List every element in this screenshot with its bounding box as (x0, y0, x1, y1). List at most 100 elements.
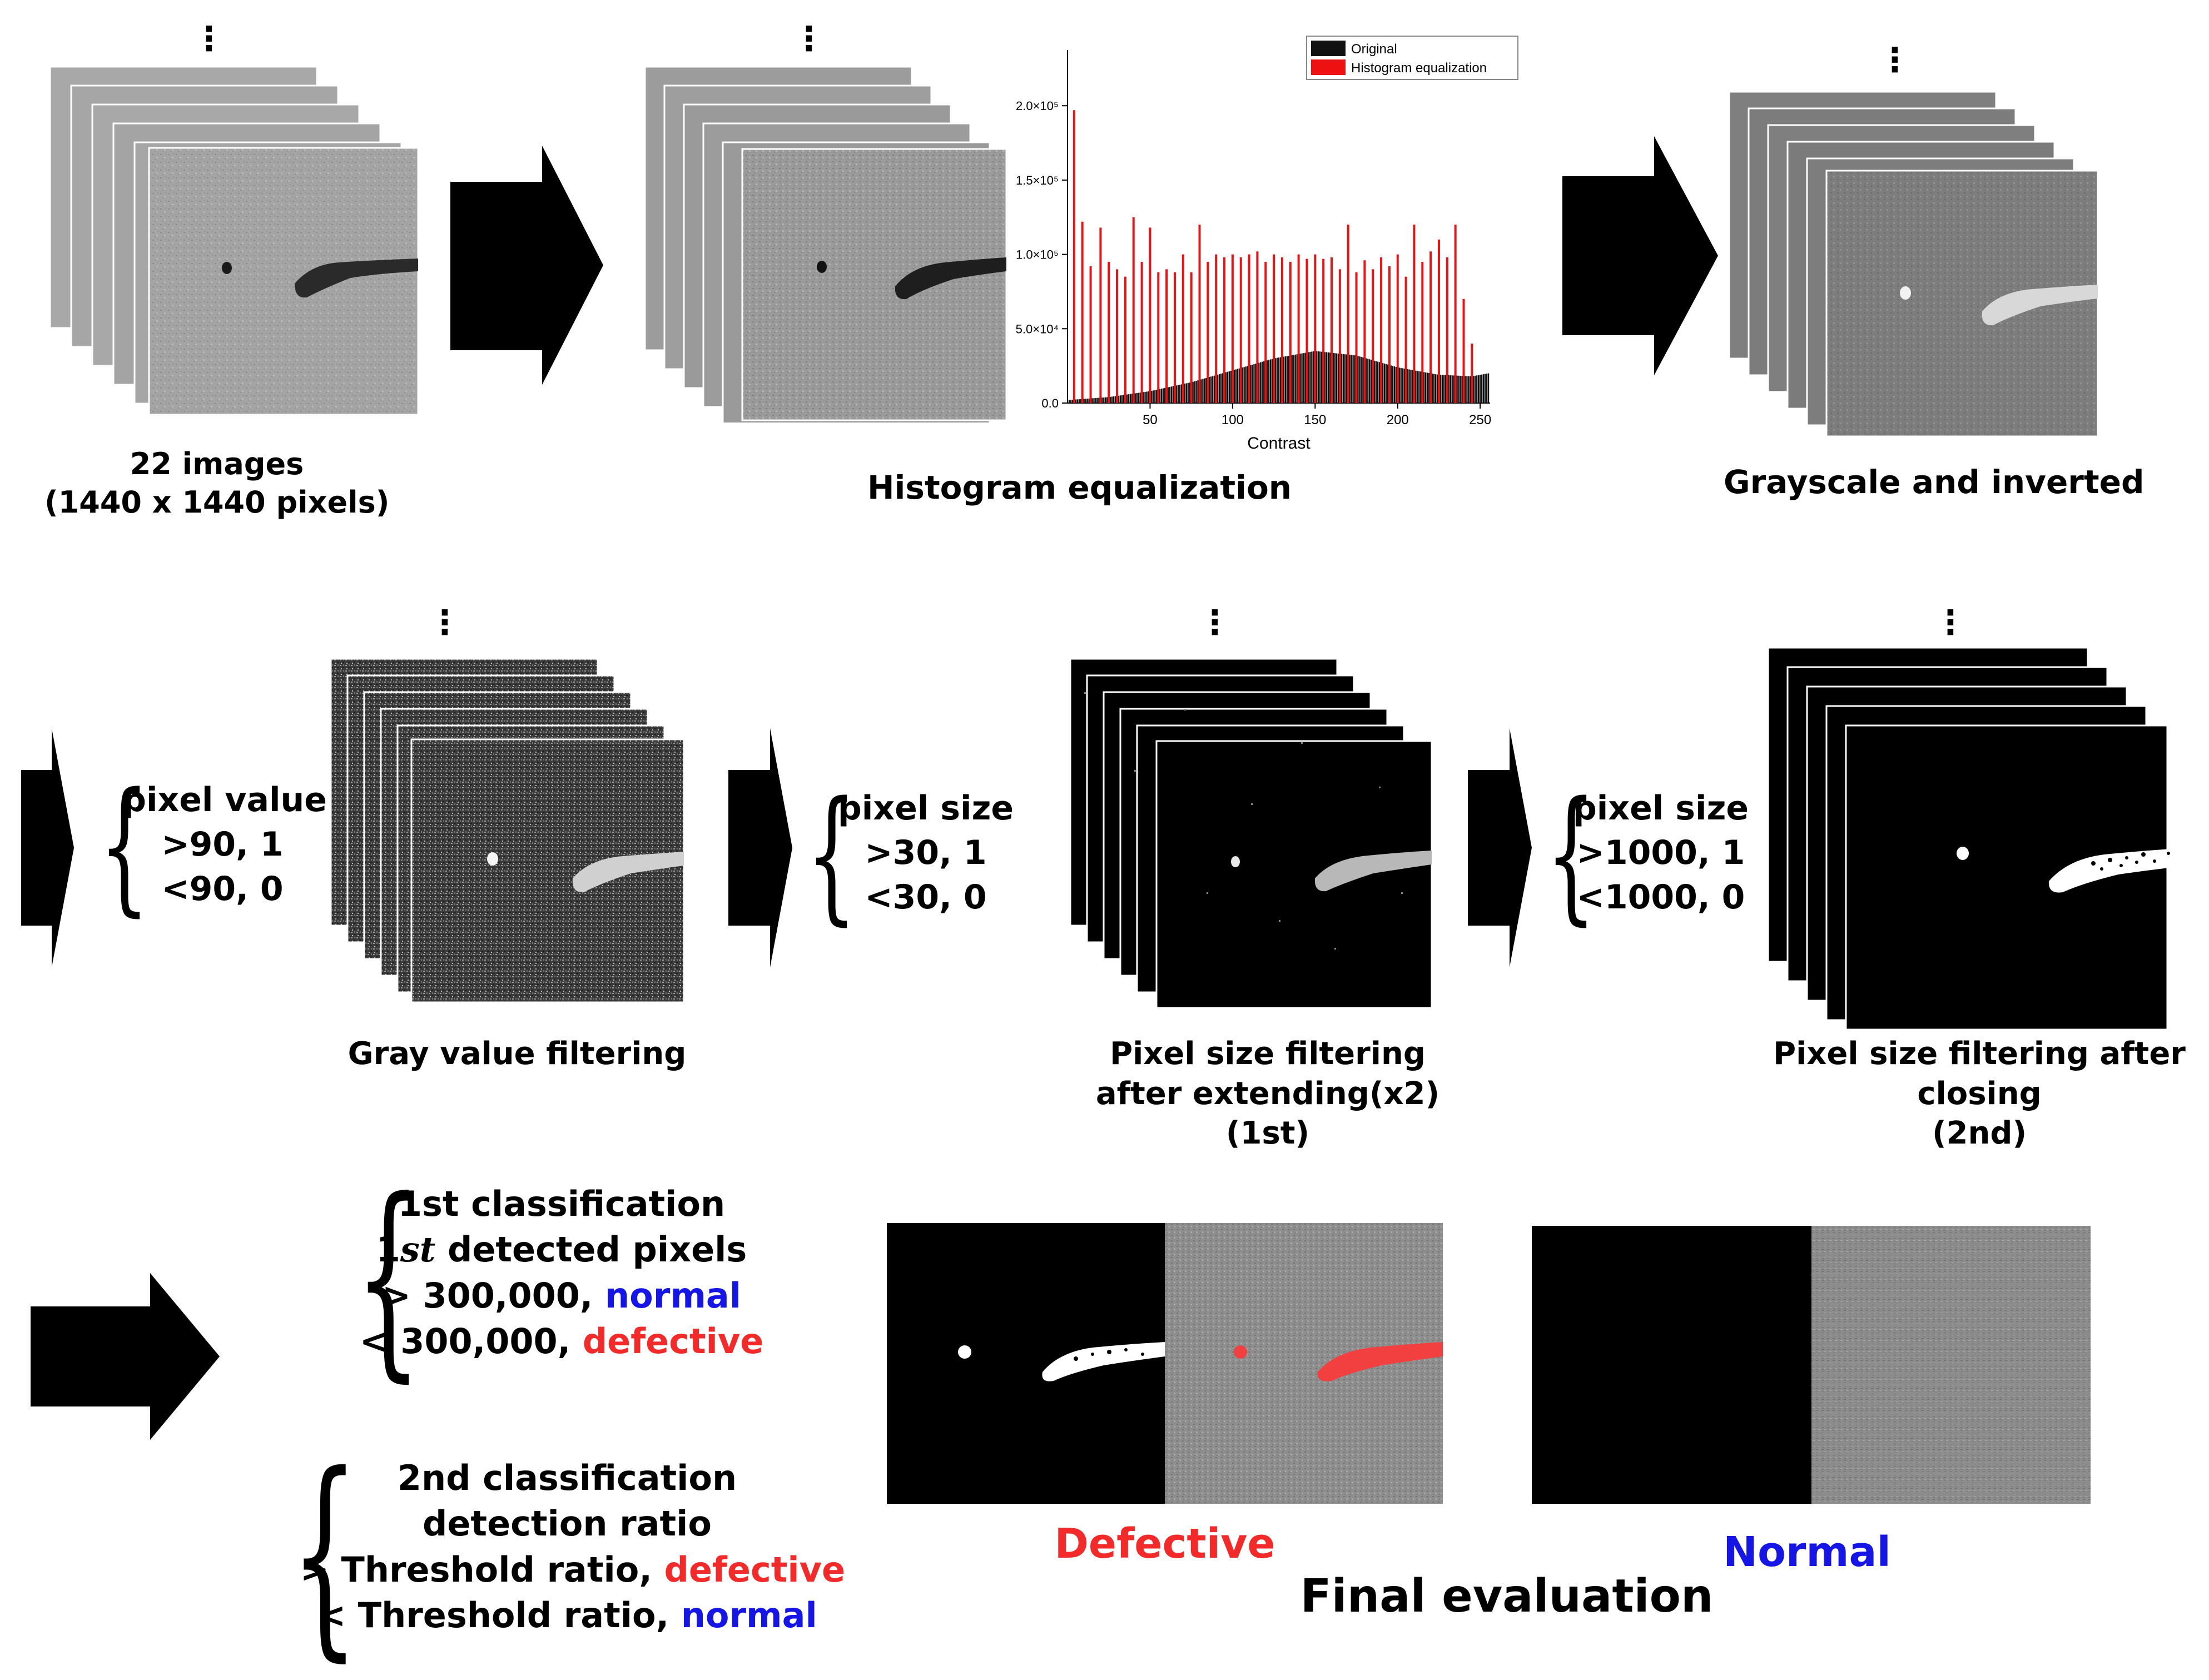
original-bar (1334, 353, 1336, 403)
original-bar (1268, 360, 1270, 403)
original-bar (1250, 365, 1252, 403)
legend-swatch (1311, 41, 1346, 56)
original-bar (1151, 390, 1153, 403)
more-images-ellipsis: ⋮ (428, 603, 461, 642)
original-bar (1288, 355, 1290, 403)
original-bar (1192, 381, 1194, 403)
original-bar (1293, 355, 1294, 403)
pixel-filtered-2nd-stack-graphic (1767, 648, 2188, 1031)
original-bar (1068, 400, 1070, 403)
original-bar (1382, 363, 1384, 403)
equalized-bar (1331, 257, 1333, 403)
rule-brace: { (806, 771, 857, 939)
inverted-image-stack-graphic (1729, 92, 2099, 438)
original-bar (1303, 353, 1304, 403)
original-bar (1179, 385, 1181, 403)
original-bar (1238, 368, 1240, 403)
original-bar (1195, 380, 1197, 403)
more-images-ellipsis: ⋮ (792, 19, 826, 58)
original-bar (1420, 371, 1422, 403)
original-bar (1337, 353, 1339, 403)
original-bar (1194, 381, 1195, 403)
original-bar (1441, 375, 1443, 403)
original-bar (1159, 389, 1161, 403)
equalized-bar (1338, 269, 1341, 403)
more-images-ellipsis: ⋮ (1878, 41, 1912, 79)
equalized-bar (1248, 254, 1250, 403)
original-bar (1412, 370, 1413, 403)
original-bar (1284, 356, 1287, 403)
original-bar (1443, 375, 1445, 403)
original-bar (1180, 384, 1183, 403)
original-bar (1184, 384, 1185, 403)
more-images-ellipsis: ⋮ (192, 19, 226, 58)
equalized-bar (1173, 272, 1176, 403)
original-bar (1291, 355, 1293, 403)
original-bar (1461, 376, 1463, 403)
original-bar (1373, 360, 1376, 403)
original-bar (1222, 373, 1224, 403)
original-bar (1444, 375, 1447, 403)
original-bar (1119, 395, 1121, 403)
original-bar (1375, 361, 1377, 403)
original-bar (1398, 367, 1400, 403)
original-bar (1214, 375, 1215, 403)
classification1-line2: 1st detected pixels (376, 1229, 747, 1270)
original-bar (1473, 376, 1475, 403)
x-tick-label: 100 (1222, 412, 1244, 428)
original-bar (1169, 386, 1171, 403)
original-bar (1366, 358, 1367, 403)
original-bar (1311, 351, 1313, 403)
original-bar (1148, 391, 1149, 403)
x-tick-label: 250 (1469, 412, 1491, 428)
original-bar (1329, 352, 1331, 403)
original-bar (1209, 377, 1210, 403)
original-bar (1342, 354, 1344, 403)
equalized-bar (1198, 225, 1201, 403)
equalized-bar (1297, 254, 1300, 403)
original-bar (1076, 399, 1079, 403)
original-bar (1476, 375, 1478, 403)
classification2-lt: < Threshold ratio, normal (317, 1595, 817, 1636)
original-bar (1465, 376, 1466, 403)
original-bar (1070, 400, 1072, 403)
original-bar (1367, 359, 1369, 403)
process-arrow-5 (1468, 728, 1532, 967)
equalized-bar (1396, 254, 1399, 403)
equalized-bar (1157, 272, 1160, 403)
normal-overlay-image (1811, 1226, 2091, 1504)
process-arrow-6 (31, 1273, 220, 1440)
original-bar (1205, 377, 1207, 403)
original-bar (1378, 362, 1381, 403)
original-bar (1175, 385, 1178, 403)
original-bar (1468, 376, 1470, 403)
original-bar (1253, 364, 1255, 403)
original-bar (1111, 396, 1113, 403)
rule-text: pixel size >30, 1 <30, 0 (837, 789, 1014, 917)
legend-label: Histogram equalization (1351, 61, 1487, 76)
original-bar (1319, 351, 1321, 403)
original-bar (1451, 375, 1453, 403)
original-bar (1101, 397, 1103, 403)
original-bar (1426, 372, 1428, 403)
original-bar (1269, 359, 1272, 403)
equalized-bar (1454, 225, 1457, 403)
original-bar (1279, 357, 1282, 403)
equalized-bar (1239, 257, 1242, 403)
original-bar (1086, 399, 1088, 403)
original-bar (1436, 374, 1438, 403)
original-bar (1078, 399, 1080, 403)
original-bar (1210, 376, 1212, 403)
original-bar (1487, 373, 1490, 403)
original-bar (1301, 353, 1303, 403)
original-bar (1105, 397, 1106, 403)
normal-label: Normal (1723, 1528, 1891, 1576)
equalized-bar (1116, 269, 1119, 403)
original-bar (1170, 386, 1173, 403)
equalized-bar (1437, 239, 1440, 403)
original-bar (1439, 375, 1442, 403)
original-bar (1377, 361, 1379, 403)
original-bar (1278, 357, 1280, 403)
original-bar (1308, 352, 1309, 403)
